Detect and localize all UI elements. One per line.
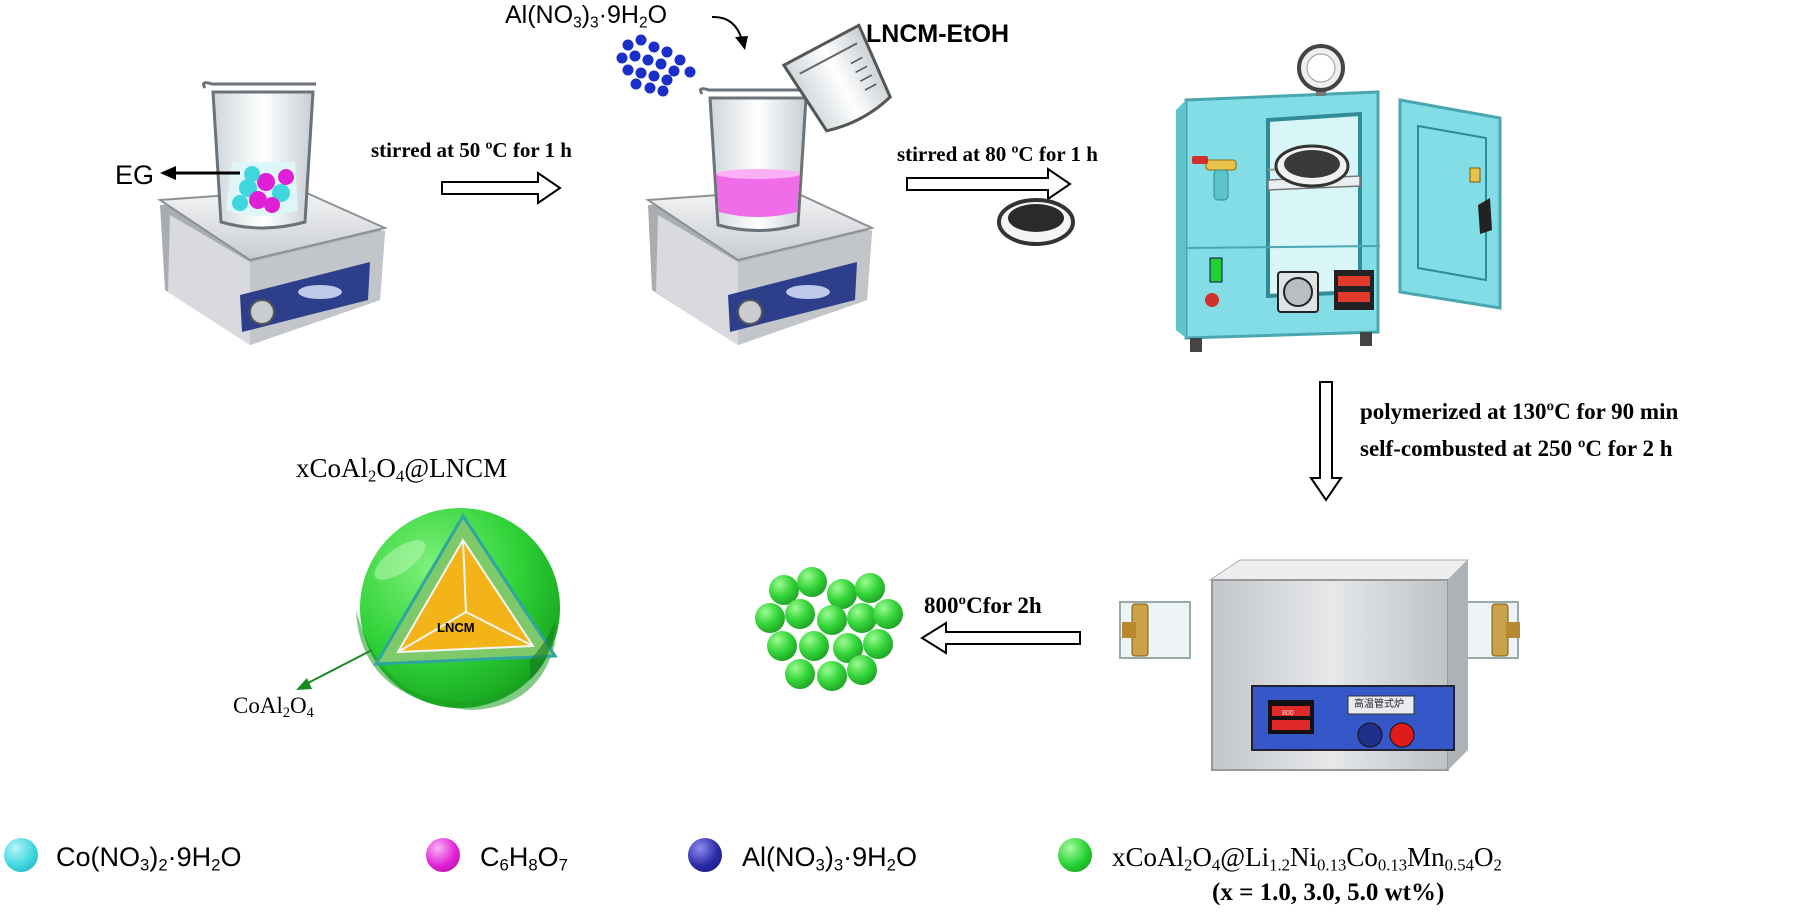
legend-formula-part: O bbox=[1192, 842, 1212, 872]
legend-formula-part: H bbox=[508, 842, 529, 872]
legend-formula-part: 3 bbox=[140, 855, 150, 875]
legend: Co(NO3)2·9H2O C6H8O7 Al(NO3)3·9H2O xCoAl… bbox=[0, 820, 1814, 915]
reagent-particles-beaker-1 bbox=[232, 166, 294, 213]
legend-formula-part: ·9H bbox=[843, 842, 887, 872]
legend-label-citric-acid: C6H8O7 bbox=[480, 844, 568, 874]
drying-oven bbox=[1176, 44, 1502, 352]
arrow-step-1 bbox=[441, 171, 562, 205]
step1-label: stirred at 50 ºC for 1 h bbox=[371, 138, 572, 162]
arrow-step-3 bbox=[1309, 381, 1343, 502]
legend-swatch-product bbox=[1058, 838, 1092, 872]
lncm-etoh-label: LNCM-EtOH bbox=[866, 20, 1010, 48]
legend-formula-part: C bbox=[480, 842, 500, 872]
legend-formula-part: 2 bbox=[886, 855, 896, 875]
shell-pointer-arrow bbox=[296, 649, 373, 690]
lncm-etoh-pouring-beaker bbox=[781, 23, 893, 133]
tube-furnace bbox=[1119, 559, 1520, 771]
eg-pointer-arrow bbox=[160, 166, 240, 180]
legend-formula-part: 1.2 bbox=[1269, 855, 1291, 875]
legend-label-product: xCoAl2O4@Li1.2Ni0.13Co0.13Mn0.54O2 bbox=[1112, 844, 1502, 874]
legend-formula-part: 0.13 bbox=[1377, 855, 1408, 875]
legend-formula-part: ·9H bbox=[167, 842, 212, 872]
legend-formula-part: 3 bbox=[815, 855, 825, 875]
legend-formula-part: Mn bbox=[1407, 842, 1445, 872]
arrow-step-4 bbox=[920, 621, 1081, 655]
legend-formula-part: Al(NO bbox=[742, 842, 816, 872]
evaporating-dish bbox=[997, 198, 1075, 246]
legend-formula-part: Co(NO bbox=[56, 842, 141, 872]
legend-formula-part: 2 bbox=[1184, 855, 1193, 875]
legend-swatch-citric-acid bbox=[426, 838, 460, 872]
eg-label: EG bbox=[115, 160, 155, 190]
arrow-step-2 bbox=[906, 167, 1072, 201]
legend-label-cobalt-nitrate: Co(NO3)2·9H2O bbox=[56, 844, 241, 874]
legend-formula-part: ) bbox=[824, 842, 834, 872]
al-nitrate-label: Al(NO3)3·9H2O bbox=[505, 1, 668, 32]
beaker-1 bbox=[202, 81, 316, 230]
legend-formula-part: 8 bbox=[528, 855, 538, 875]
legend-formula-part: O bbox=[895, 842, 917, 872]
al-nitrate-particles bbox=[616, 34, 696, 97]
legend-formula-part: Co bbox=[1346, 842, 1378, 872]
furnace-nameplate: 高温管式炉 bbox=[1354, 699, 1404, 710]
legend-formula-part: 7 bbox=[558, 855, 568, 875]
legend-formula-part: O bbox=[220, 842, 242, 872]
step4-label: 800ºCfor 2h bbox=[924, 593, 1042, 618]
legend-formula-part: 6 bbox=[499, 855, 509, 875]
legend-formula-part: O bbox=[1473, 842, 1494, 872]
legend-formula-part: 2 bbox=[1493, 855, 1502, 875]
core-shell-sphere bbox=[356, 508, 560, 710]
legend-formula-part: O bbox=[537, 842, 559, 872]
shell-label: CoAl2O4 bbox=[233, 693, 314, 721]
legend-note-product: (x = 1.0, 3.0, 5.0 wt%) bbox=[1212, 879, 1445, 906]
step2-label: stirred at 80 ºC for 1 h bbox=[897, 142, 1098, 166]
legend-formula-part: 0.13 bbox=[1317, 855, 1347, 875]
hotplate-stirrer-1 bbox=[157, 188, 389, 345]
step3-label-line1: polymerized at 130ºC for 90 min bbox=[1360, 399, 1679, 424]
legend-formula-part: @Li bbox=[1220, 842, 1270, 872]
legend-formula-part: Ni bbox=[1290, 842, 1318, 872]
legend-formula-part: 0.54 bbox=[1444, 855, 1474, 875]
beaker-2 bbox=[699, 87, 809, 232]
legend-formula-part: 3 bbox=[833, 855, 844, 875]
legend-formula-part: 2 bbox=[158, 855, 168, 875]
legend-swatch-cobalt-nitrate bbox=[4, 838, 38, 872]
legend-formula-part: 2 bbox=[211, 855, 221, 875]
product-particles-cluster bbox=[755, 567, 903, 691]
legend-swatch-aluminium-nitrate bbox=[688, 838, 722, 872]
legend-label-aluminium-nitrate: Al(NO3)3·9H2O bbox=[742, 844, 917, 874]
core-label: LNCM bbox=[437, 620, 475, 635]
al-addition-arrowhead bbox=[735, 36, 748, 50]
legend-formula-part: ) bbox=[149, 842, 159, 872]
al-addition-curved-arrow bbox=[711, 15, 743, 41]
legend-formula-part: 4 bbox=[1211, 855, 1221, 875]
legend-formula-part: xCoAl bbox=[1112, 842, 1185, 872]
product-title: xCoAl2O4@LNCM bbox=[296, 453, 508, 486]
hotplate-stirrer-2 bbox=[645, 188, 876, 345]
step3-label-line2: self-combusted at 250 ºC for 2 h bbox=[1360, 436, 1673, 461]
furnace-display-readout: 800 bbox=[1282, 710, 1294, 717]
